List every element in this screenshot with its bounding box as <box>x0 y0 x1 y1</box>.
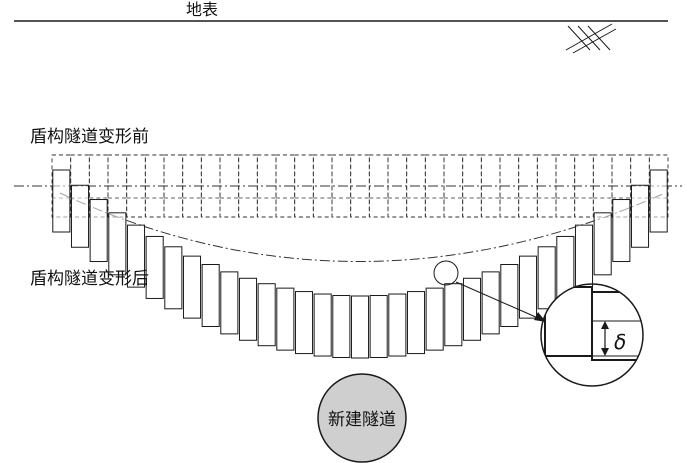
deformed-segment <box>52 169 71 233</box>
detail-marker-circle <box>433 260 459 286</box>
deformed-segment <box>462 277 482 341</box>
deformed-segment <box>182 255 202 319</box>
deformed-segment <box>257 283 276 347</box>
deformed-segment <box>612 199 631 263</box>
deformed-segment <box>220 271 239 335</box>
delta-symbol: δ <box>614 330 626 354</box>
deformed-segment <box>630 184 650 248</box>
original-segment <box>275 154 296 218</box>
tunnel-segments-after <box>52 169 668 359</box>
deformed-segment <box>89 199 108 263</box>
deformed-segment <box>238 277 258 341</box>
deformed-segment <box>388 293 407 357</box>
deformed-segment <box>126 224 146 288</box>
delta-arrow-up <box>601 321 609 329</box>
deformed-segment <box>108 212 127 276</box>
deformed-segment <box>332 295 351 359</box>
original-segment <box>443 154 464 218</box>
deformed-segment <box>574 224 594 288</box>
deformed-segment <box>649 169 668 233</box>
deformed-segment <box>164 246 183 310</box>
deformed-segment <box>481 271 500 335</box>
after-deformation-label: 盾构隧道变形后 <box>30 269 149 289</box>
deformed-segment <box>425 287 444 351</box>
deformed-segment <box>350 295 370 359</box>
new-tunnel-circle <box>317 373 407 463</box>
surface-label: 地表 <box>186 0 218 19</box>
deformed-segment <box>500 264 519 327</box>
original-segment <box>406 154 426 218</box>
deformed-segment <box>201 264 220 327</box>
deformed-segment <box>70 184 90 248</box>
deformed-segment <box>276 287 295 351</box>
deformed-segment <box>444 283 463 347</box>
original-segment <box>424 154 445 218</box>
deformed-segment <box>145 235 164 299</box>
deformed-segment <box>537 246 556 310</box>
before-deformation-label: 盾构隧道变形前 <box>30 127 149 147</box>
deformed-segment <box>294 291 314 355</box>
detail-leader-line <box>455 281 539 319</box>
detail-circle-outline <box>540 283 644 387</box>
deformed-segment <box>518 255 538 319</box>
new-tunnel-label: 新建隧道 <box>328 410 396 430</box>
ground-hatch-symbol <box>565 23 617 54</box>
original-segment <box>294 154 314 218</box>
deformed-segment <box>593 212 612 276</box>
original-segment <box>312 154 333 218</box>
deformed-segment <box>369 295 388 359</box>
deformed-segment <box>406 291 426 355</box>
deformed-segment <box>313 293 332 357</box>
delta-arrow-down <box>601 348 609 356</box>
original-segment <box>331 154 352 218</box>
detail-magnified-view <box>544 286 643 361</box>
original-segment <box>462 154 482 218</box>
